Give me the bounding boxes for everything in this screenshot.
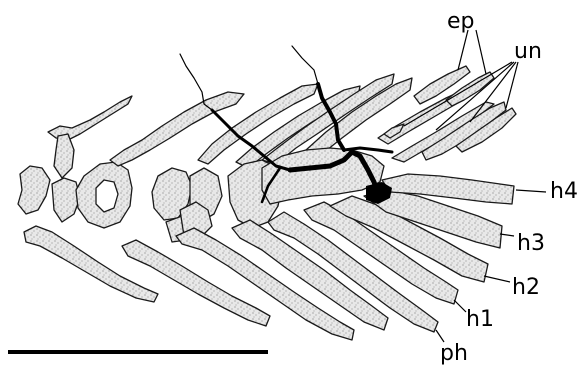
label-h1: h1	[466, 307, 494, 332]
label-ep: ep	[447, 9, 475, 34]
label-un: un	[514, 39, 542, 64]
scale-bar	[8, 350, 268, 354]
epurals	[414, 66, 494, 106]
label-h4: h4	[550, 179, 578, 204]
label-ph: ph	[440, 341, 468, 366]
label-h3: h3	[517, 231, 545, 256]
label-h2: h2	[512, 275, 540, 300]
